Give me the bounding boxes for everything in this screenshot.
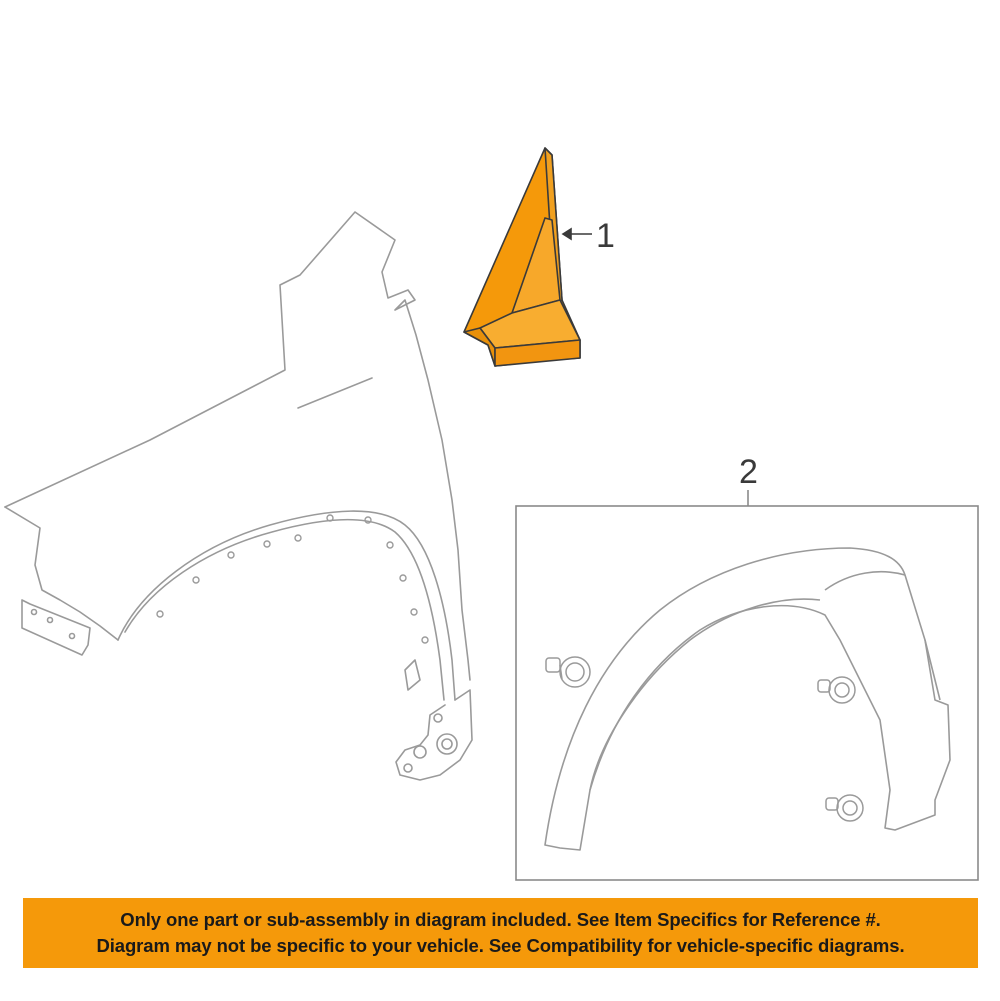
clip-lower-right <box>825 794 864 822</box>
part-2-frame <box>515 505 979 881</box>
callout-1-label: 1 <box>596 217 615 255</box>
fender-outline <box>4 211 473 781</box>
part-2-flare <box>544 547 951 851</box>
disclaimer-line-1: Only one part or sub-assembly in diagram… <box>120 909 881 930</box>
disclaimer-banner: Only one part or sub-assembly in diagram… <box>23 898 978 968</box>
callout-1-leader <box>561 227 592 241</box>
part-1-garnish <box>463 147 581 367</box>
clip-upper-left <box>545 656 591 688</box>
disclaimer-line-2: Diagram may not be specific to your vehi… <box>96 935 905 956</box>
callout-2-label: 2 <box>739 453 758 491</box>
clip-upper-right <box>817 676 856 704</box>
